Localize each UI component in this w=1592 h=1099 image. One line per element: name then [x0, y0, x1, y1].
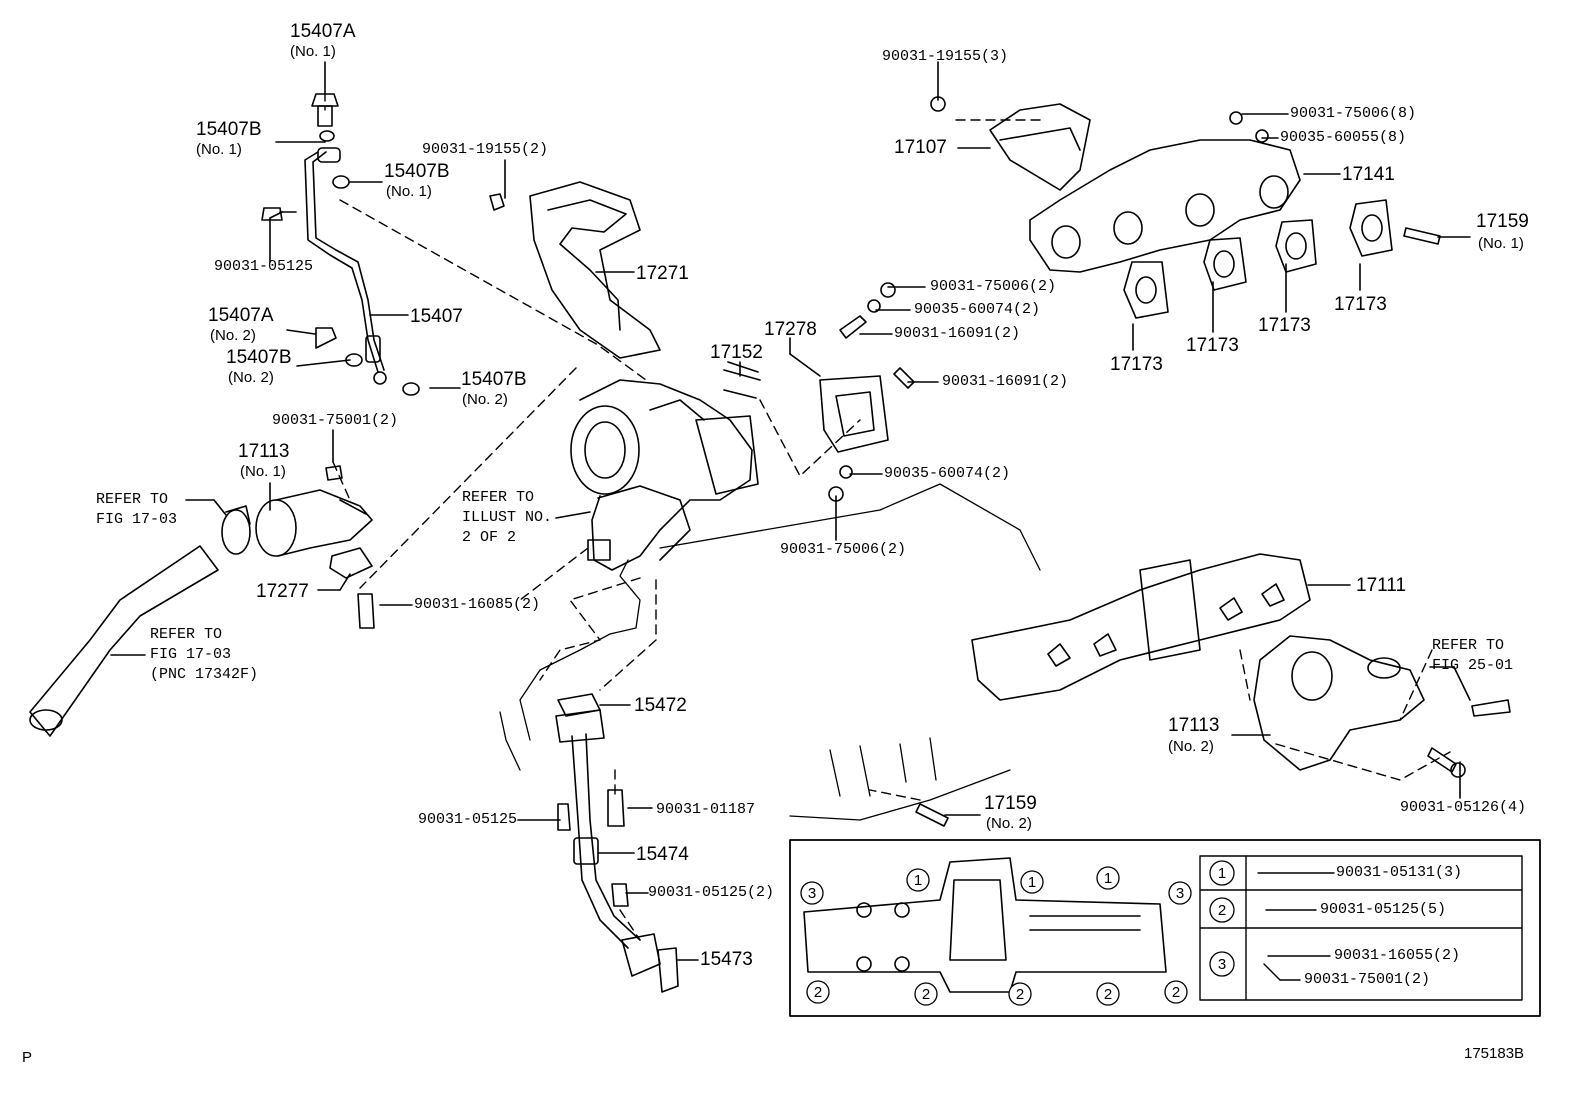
note-line: REFER TO: [96, 491, 169, 508]
part-90031-19155-2: 90031-19155(2): [422, 141, 549, 158]
part-90035-60074-2-lower: 90035-60074(2): [884, 465, 1011, 482]
part-17141: 17141: [1342, 164, 1395, 185]
part-90031-16091-2-upper: 90031-16091(2): [894, 325, 1021, 342]
part-17159-no2-variant: (No. 2): [986, 815, 1032, 832]
note-line: ILLUST NO.: [462, 509, 553, 526]
part-15407b-no2-b: 15407B: [461, 369, 527, 390]
part-17113-no2-variant: (No. 2): [1168, 738, 1214, 755]
note-line: FIG 17-03: [96, 511, 178, 528]
part-90035-60055-8: 90035-60055(8): [1280, 129, 1407, 146]
gasket-17278: [819, 375, 889, 453]
part-17278: 17278: [764, 319, 817, 340]
part-15407b-no2-b-variant: (No. 2): [462, 391, 508, 408]
part-17159-no1: 17159: [1476, 211, 1529, 232]
part-17113-no1-variant: (No. 1): [240, 463, 286, 480]
note-refer-fig-17-03: REFER TO FIG 17-03: [96, 490, 177, 530]
part-17107: 17107: [894, 137, 947, 158]
turbocharger: [570, 361, 761, 571]
part-90031-75006-2-upper: 90031-75006(2): [930, 278, 1057, 295]
part-90031-05126-4: 90031-05126(4): [1400, 799, 1527, 816]
part-90031-16085-2: 90031-16085(2): [414, 596, 541, 613]
part-90031-19155-3: 90031-19155(3): [882, 48, 1009, 65]
exhaust-manifold: [989, 103, 1301, 273]
part-17152: 17152: [710, 342, 763, 363]
dashed-lines: [324, 91, 1451, 941]
part-15474: 15474: [636, 844, 689, 865]
part-15407b-no1-b-variant: (No. 1): [386, 183, 432, 200]
part-15407a-no1-variant: (No. 1): [290, 43, 336, 60]
part-15473: 15473: [700, 949, 753, 970]
part-90031-75006-2-lower: 90031-75006(2): [780, 541, 907, 558]
note-line: (PNC 17342F): [150, 666, 259, 683]
part-17111: 17111: [1356, 575, 1407, 596]
part-90031-05125-upper: 90031-05125: [214, 258, 314, 275]
part-17113-no1: 17113: [238, 441, 290, 462]
part-17113-no2: 17113: [1168, 715, 1220, 736]
part-15407a-no2: 15407A: [208, 305, 274, 326]
part-17173-b: 17173: [1186, 335, 1239, 356]
inlet-hose: [29, 545, 219, 737]
intake-elbow: [1253, 635, 1425, 771]
part-90035-60074-2-upper: 90035-60074(2): [914, 301, 1041, 318]
part-90031-05125-2: 90031-05125(2): [648, 884, 775, 901]
note-line: REFER TO: [1432, 637, 1505, 654]
note-refer-fig-17-03-hose: REFER TO FIG 17-03 (PNC 17342F): [150, 625, 258, 685]
water-pipe: [555, 693, 679, 993]
engine-outline: [499, 483, 1041, 821]
part-15407b-no2-a-variant: (No. 2): [228, 369, 274, 386]
part-15407b-no1-b: 15407B: [384, 161, 450, 182]
manifold-gaskets: [1123, 199, 1393, 319]
note-line: FIG 25-01: [1432, 657, 1514, 674]
intake-manifold: [971, 553, 1311, 701]
part-90031-75006-8: 90031-75006(8): [1290, 105, 1417, 122]
part-90031-05125-middle: 90031-05125: [418, 811, 518, 828]
part-17173-c: 17173: [1258, 315, 1311, 336]
legend-item-3a: 90031-16055(2): [1334, 947, 1461, 964]
leader-lines: [110, 61, 1471, 961]
part-90031-01187: 90031-01187: [656, 801, 756, 818]
part-15407b-no1-a: 15407B: [196, 119, 262, 140]
part-17173-d: 17173: [1334, 294, 1387, 315]
footer-page-marker: P: [22, 1049, 33, 1066]
inset-frame: [789, 839, 1541, 1017]
part-90031-75001-2: 90031-75001(2): [272, 412, 399, 429]
legend-item-2: 90031-05125(5): [1320, 901, 1447, 918]
part-17159-no1-variant: (No. 1): [1478, 235, 1524, 252]
part-15407b-no2-a: 15407B: [226, 347, 292, 368]
part-17271: 17271: [636, 263, 689, 284]
part-17277: 17277: [256, 581, 309, 602]
legend-item-1: 90031-05131(3): [1336, 864, 1463, 881]
note-line: REFER TO: [150, 626, 223, 643]
part-15407: 15407: [410, 306, 463, 327]
part-15472: 15472: [634, 695, 687, 716]
part-15407a-no2-variant: (No. 2): [210, 327, 256, 344]
illustration-number: 175183B: [1464, 1045, 1525, 1062]
union-bolts: [261, 93, 420, 396]
heat-insulator: [489, 181, 661, 359]
note-line: 2 OF 2: [462, 529, 517, 546]
legend-item-3b: 90031-75001(2): [1304, 971, 1431, 988]
studs-and-nuts: [357, 96, 1511, 827]
note-refer-illust: REFER TO ILLUST NO. 2 OF 2: [462, 488, 552, 548]
inset-legend-table: [1199, 855, 1523, 1001]
part-15407a-no1: 15407A: [290, 21, 356, 42]
note-line: REFER TO: [462, 489, 535, 506]
part-90031-16091-2-lower: 90031-16091(2): [942, 373, 1069, 390]
part-17173-a: 17173: [1110, 354, 1163, 375]
turbo-outlet-elbow: [221, 465, 373, 579]
oil-feed-pipe: [304, 147, 387, 385]
note-line: FIG 17-03: [150, 646, 232, 663]
part-17159-no2: 17159: [984, 793, 1037, 814]
note-refer-fig-25-01: REFER TO FIG 25-01: [1432, 636, 1513, 676]
part-15407b-no1-a-variant: (No. 1): [196, 141, 242, 158]
